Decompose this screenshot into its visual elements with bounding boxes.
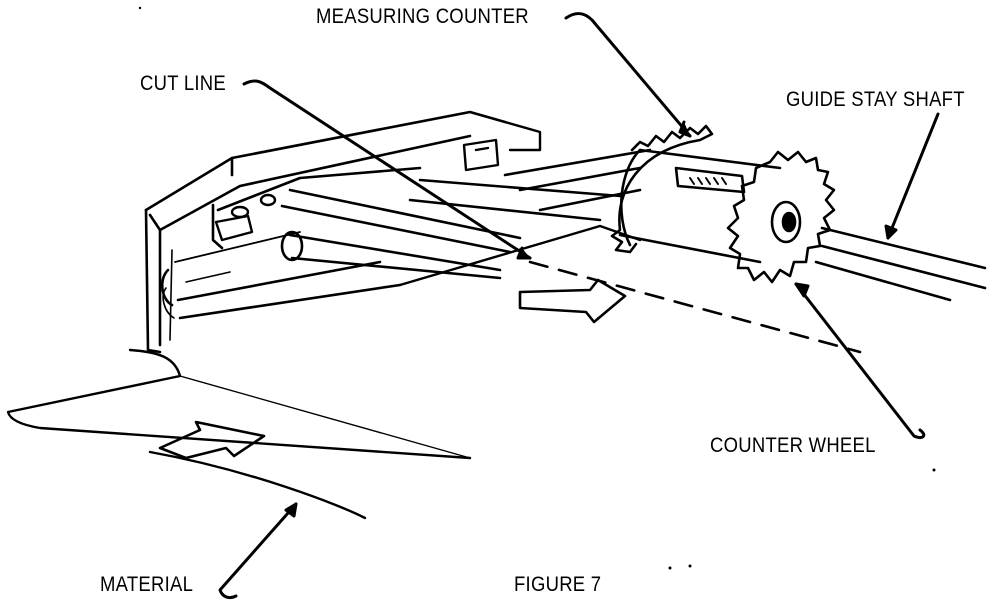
scan-specks [138,6,936,570]
leader-lines [218,12,940,600]
leader-measuring-counter [564,12,692,138]
feed-arrows [158,278,627,460]
label-measuring-counter: MEASURING COUNTER [316,5,529,28]
cut-line-dashed [528,260,862,354]
leader-cut-line [242,79,532,260]
guide-stay-shaft [814,226,987,302]
label-counter-wheel: COUNTER WHEEL [710,434,876,457]
leader-material [218,502,298,600]
material-sheet [6,224,642,520]
frame-bolts [214,120,542,242]
figure-caption: FIGURE 7 [514,573,602,596]
machine-frame [144,110,507,354]
measuring-counter-assembly [610,124,836,284]
label-material: MATERIAL [100,573,194,596]
leader-counter-wheel [794,282,926,440]
label-guide-stay-shaft: GUIDE STAY SHAFT [786,88,965,111]
rollers [280,148,652,280]
leader-guide-stay-shaft [886,112,940,240]
label-cut-line: CUT LINE [140,72,226,95]
